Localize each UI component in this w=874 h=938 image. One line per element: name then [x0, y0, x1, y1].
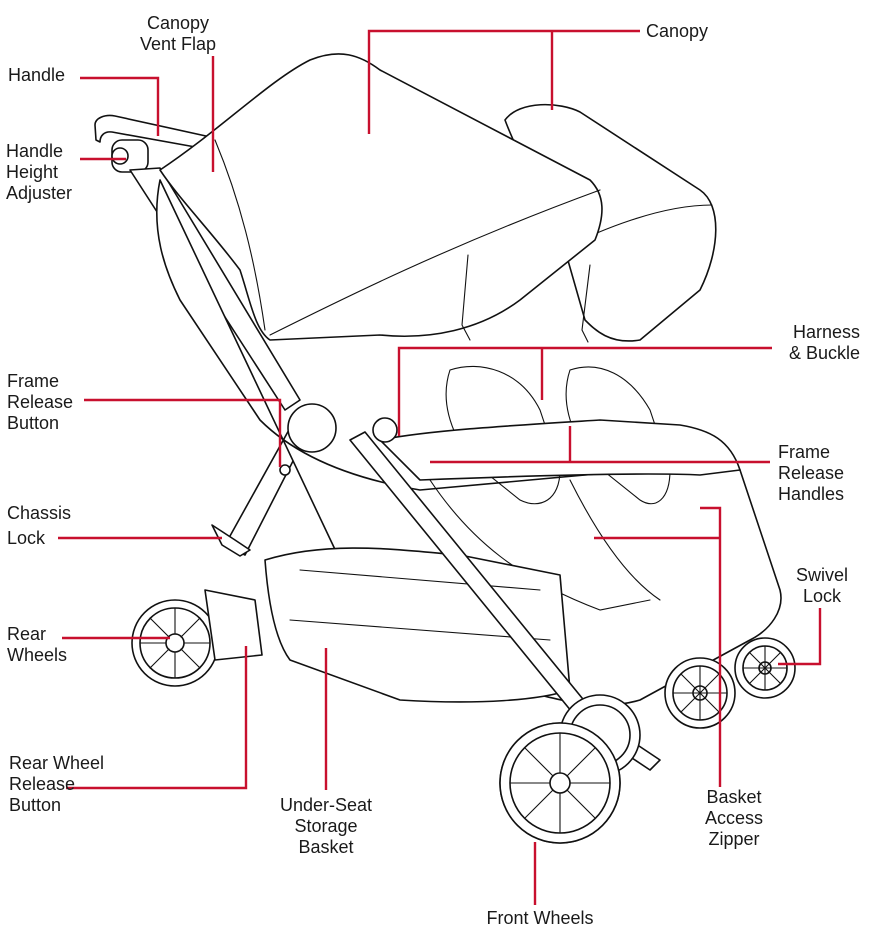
label-basket-access-zipper: Basket Access Zipper [704, 787, 764, 849]
leader-frame-release-button [84, 398, 282, 467]
label-swivel-lock: Swivel Lock [795, 565, 848, 606]
leader-harness-buckle [397, 346, 772, 436]
leader-canopy [367, 29, 640, 134]
leader-frame-release-handles [430, 426, 770, 464]
label-rear-wheel-release-button: Rear Wheel Release Button [9, 753, 105, 815]
label-harness-buckle: Harness & Buckle [788, 322, 860, 363]
leader-lines [58, 29, 822, 905]
handle-bar [94, 114, 216, 151]
label-frame-release-handles: Frame Release Handles [778, 442, 845, 504]
label-chassis-lock: Chassis Lock [7, 503, 72, 548]
hinge-disc [287, 403, 337, 453]
label-handle: Handle [8, 65, 66, 85]
label-frame-release-button: Frame Release Button [7, 371, 74, 433]
label-canopy: Canopy [646, 21, 709, 41]
front-canopy [159, 53, 603, 341]
leader-basket-access-zipper [594, 506, 722, 787]
label-handle-height-adjuster: Handle Height Adjuster [6, 141, 73, 203]
chassis-lock-part [211, 524, 251, 557]
label-canopy-vent-flap: Canopy Vent Flap [140, 13, 217, 54]
stroller-illustration [94, 53, 796, 844]
leader-swivel-lock [778, 608, 822, 666]
label-front-wheels: Front Wheels [486, 908, 594, 928]
foot-rest [379, 419, 741, 481]
rear-wheel [131, 589, 263, 687]
swivel-wheel [734, 637, 796, 699]
front-wheel-right [664, 657, 736, 729]
front-wheel-back [499, 694, 641, 844]
label-rear-wheels: Rear Wheels [7, 624, 68, 665]
label-under-seat-storage-basket: Under-Seat Storage Basket [279, 795, 373, 857]
leader-handle [80, 76, 160, 136]
leader-rear-wheel-release-button [66, 646, 248, 790]
